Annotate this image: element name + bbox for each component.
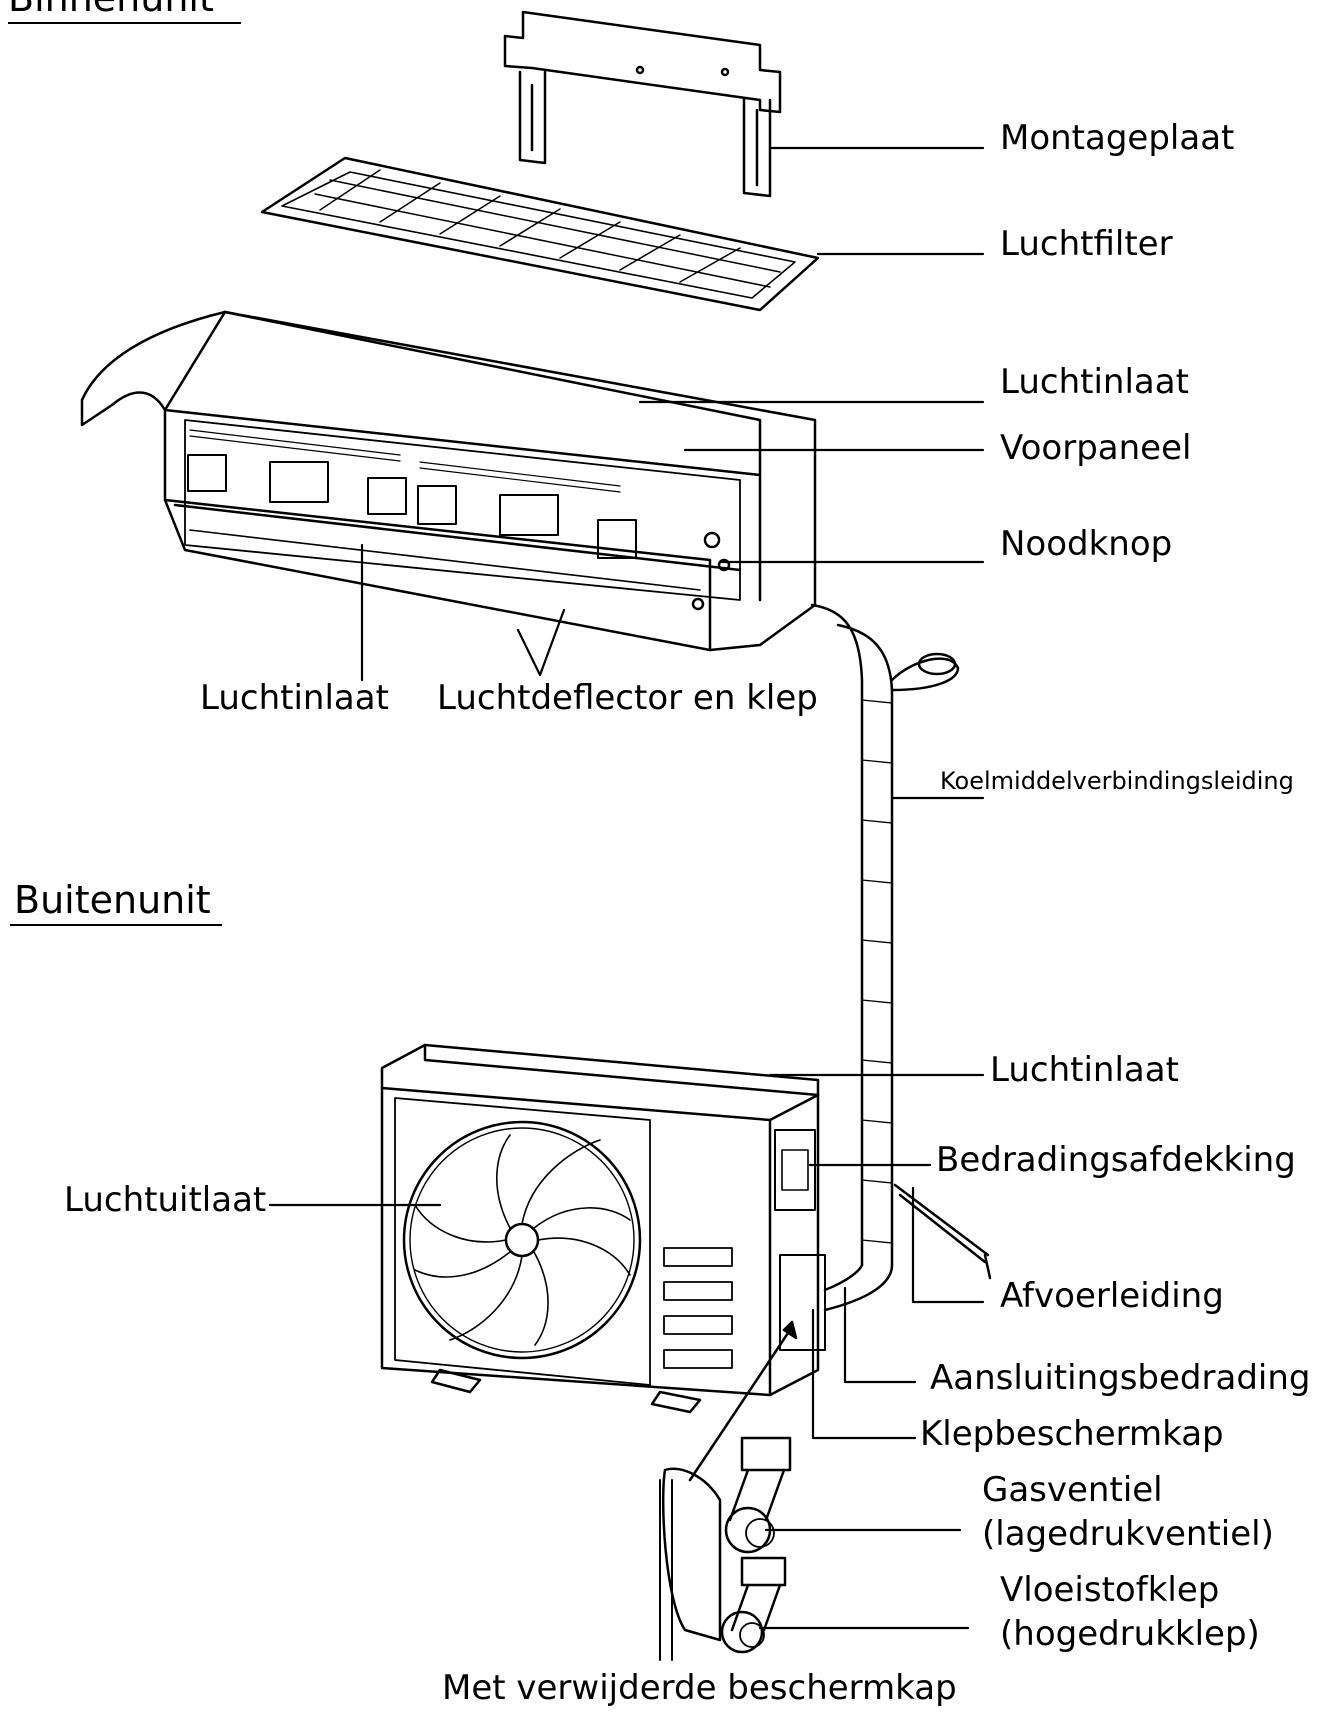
mounting-plate-drawing (503, 10, 782, 198)
air-filter-drawing (260, 156, 820, 312)
label-drain-pipe: Afvoerleiding (1000, 1276, 1224, 1316)
indoor-unit-drawing (80, 310, 817, 652)
label-gas-valve: Gasventiel (982, 1470, 1163, 1510)
outdoor-unit-drawing (380, 1043, 992, 1414)
label-air-filter: Luchtfilter (1000, 224, 1173, 264)
label-refrigerant-pipe: Koelmiddelverbindingsleiding (940, 767, 1294, 795)
label-mounting-plate: Montageplaat (1000, 118, 1235, 158)
label-liquid-valve-note: (hogedrukklep) (1000, 1614, 1260, 1654)
label-front-panel: Voorpaneel (1000, 428, 1192, 468)
label-air-inlet-top: Luchtinlaat (1000, 362, 1189, 402)
label-gas-valve-note: (lagedrukventiel) (982, 1514, 1274, 1554)
label-liquid-valve: Vloeistofklep (1000, 1570, 1220, 1610)
label-wiring-cover: Bedradingsafdekking (936, 1140, 1296, 1180)
label-air-outlet: Luchtuitlaat (64, 1180, 267, 1220)
outdoor-heading-underline (10, 924, 222, 926)
indoor-heading-underline (8, 22, 241, 24)
label-air-deflector: Luchtdeflector en klep (437, 678, 818, 718)
valves-drawing (659, 1320, 798, 1661)
indoor-unit-heading: Binnenunit (8, 0, 214, 20)
outdoor-unit-heading: Buitenunit (14, 878, 211, 922)
label-connection-wiring: Aansluitingsbedrading (930, 1358, 1311, 1398)
leader-lines (268, 146, 985, 1630)
label-cover-removed: Met verwijderde beschermkap (442, 1668, 957, 1708)
label-outdoor-air-inlet: Luchtinlaat (990, 1050, 1179, 1090)
refrigerant-pipe-drawing (810, 603, 960, 1267)
label-emergency-button: Noodknop (1000, 524, 1173, 564)
label-valve-cover: Klepbeschermkap (920, 1414, 1224, 1454)
label-air-inlet-bottom: Luchtinlaat (200, 678, 389, 718)
